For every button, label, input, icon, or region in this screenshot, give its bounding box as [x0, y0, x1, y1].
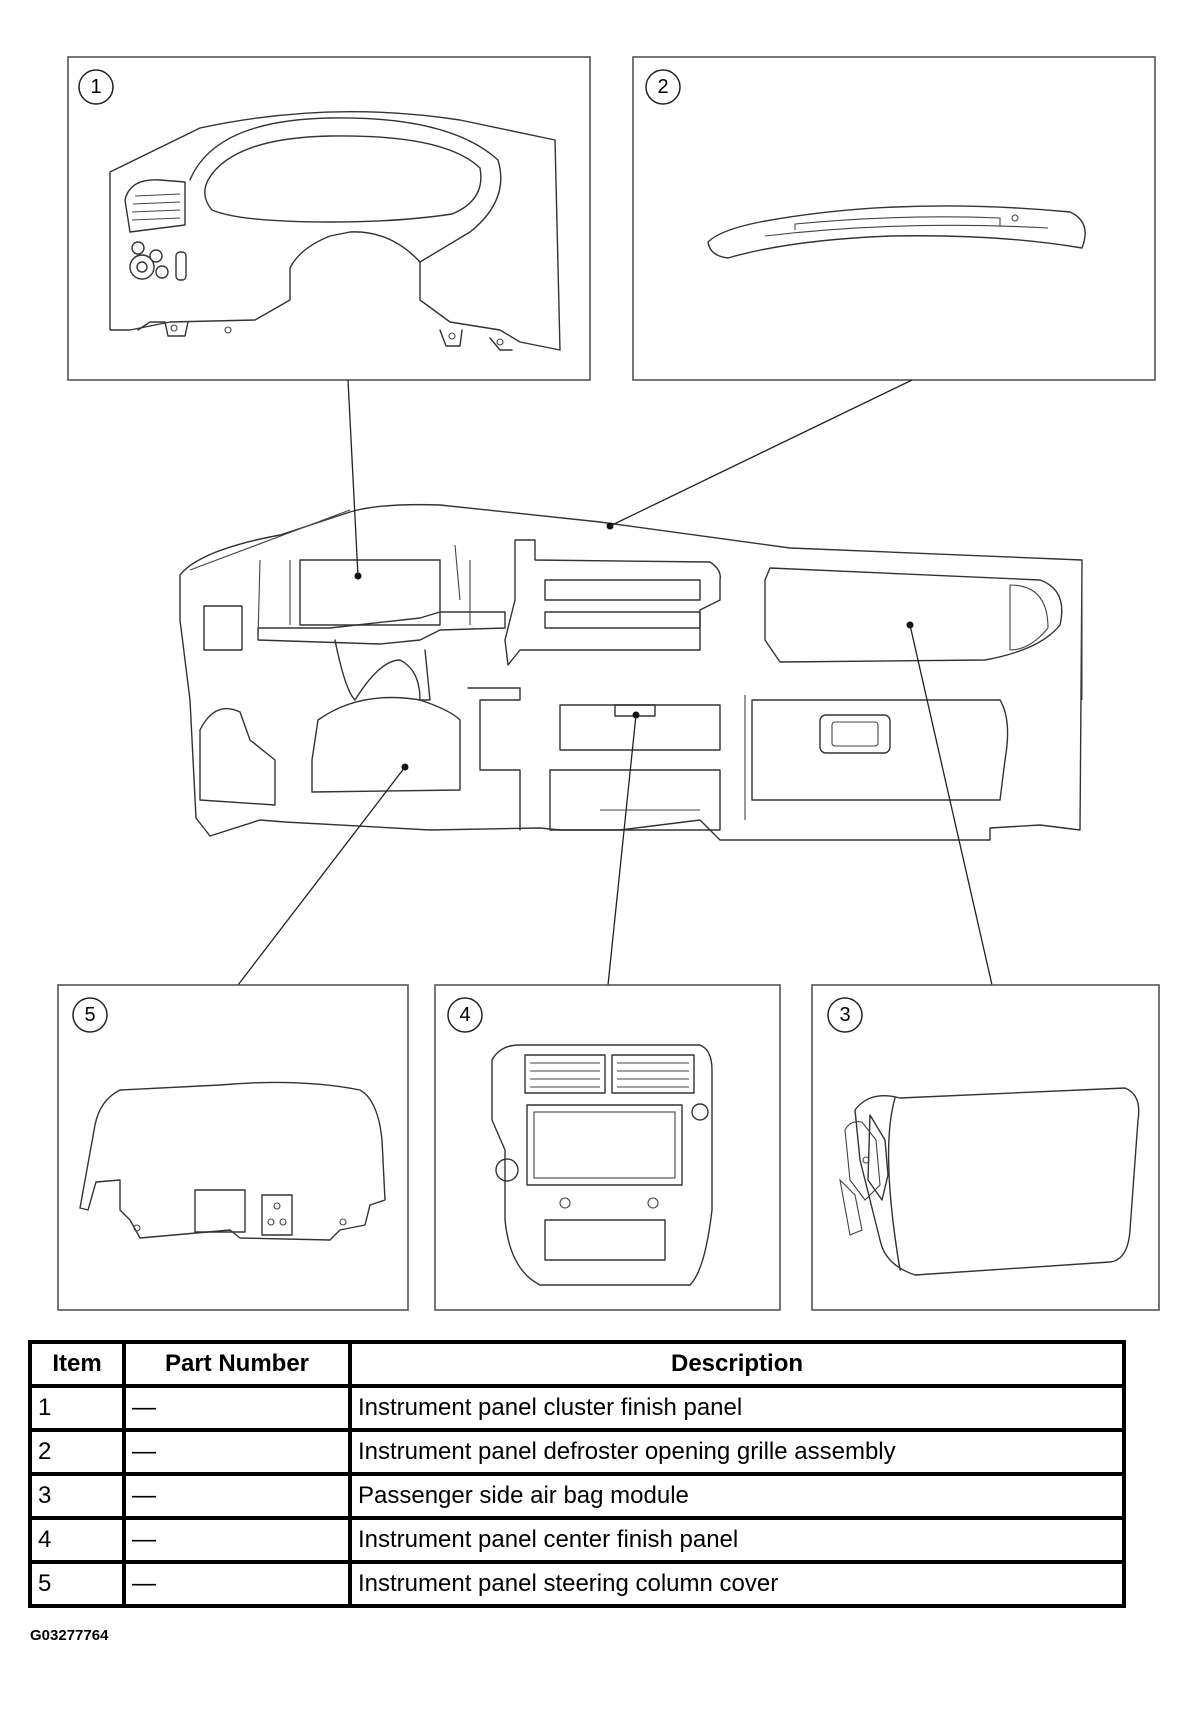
- svg-text:5: 5: [84, 1004, 95, 1026]
- exploded-diagram: 1: [57, 56, 1160, 1311]
- cell-description: Instrument panel center finish panel: [348, 1516, 1126, 1564]
- cell-item: 1: [28, 1384, 126, 1432]
- header-description: Description: [348, 1340, 1126, 1388]
- callout-number-4: 4: [447, 997, 483, 1033]
- cluster-finish-panel-drawing: [109, 110, 561, 351]
- header-part-number: Part Number: [122, 1340, 352, 1388]
- table-row: 2 — Instrument panel defroster opening g…: [28, 1428, 1126, 1476]
- cell-description: Instrument panel defroster opening grill…: [348, 1428, 1126, 1476]
- svg-text:3: 3: [839, 1004, 850, 1026]
- cell-part-number: —: [122, 1472, 352, 1520]
- cell-item: 2: [28, 1428, 126, 1476]
- defroster-grille-drawing: [707, 205, 1086, 259]
- figure-code: G03277764: [30, 1627, 109, 1644]
- cell-item: 4: [28, 1516, 126, 1564]
- table-row: 1 — Instrument panel cluster finish pane…: [28, 1384, 1126, 1432]
- callout-number-5: 5: [72, 997, 108, 1033]
- cell-description: Passenger side air bag module: [348, 1472, 1126, 1520]
- cell-item: 5: [28, 1560, 126, 1608]
- leader-lines: [237, 379, 993, 986]
- callout-box-3: 3: [811, 984, 1160, 1311]
- callout-box-4: 4: [434, 984, 781, 1311]
- air-bag-module-drawing: [839, 1087, 1140, 1276]
- cell-description: Instrument panel steering column cover: [348, 1560, 1126, 1608]
- header-item: Item: [28, 1340, 126, 1388]
- steering-column-cover-drawing: [79, 1081, 386, 1241]
- cell-item: 3: [28, 1472, 126, 1520]
- callout-number-3: 3: [827, 997, 863, 1033]
- table-row: 3 — Passenger side air bag module: [28, 1472, 1126, 1520]
- callout-box-2: 2: [632, 56, 1156, 381]
- cell-description: Instrument panel cluster finish panel: [348, 1384, 1126, 1432]
- svg-text:4: 4: [459, 1004, 470, 1026]
- center-finish-panel-drawing: [491, 1044, 713, 1286]
- parts-table: Item Part Number Description 1 — Instrum…: [28, 1340, 1126, 1608]
- table-header-row: Item Part Number Description: [28, 1340, 1126, 1388]
- cell-part-number: —: [122, 1384, 352, 1432]
- cell-part-number: —: [122, 1428, 352, 1476]
- table-row: 5 — Instrument panel steering column cov…: [28, 1560, 1126, 1608]
- svg-text:1: 1: [90, 76, 101, 98]
- svg-text:2: 2: [657, 76, 668, 98]
- table-row: 4 — Instrument panel center finish panel: [28, 1516, 1126, 1564]
- callout-number-2: 2: [645, 69, 681, 105]
- instrument-panel-drawing: [179, 503, 1083, 841]
- callout-number-1: 1: [78, 69, 114, 105]
- callout-box-5: 5: [57, 984, 409, 1311]
- callout-box-1: 1: [67, 56, 591, 381]
- cell-part-number: —: [122, 1516, 352, 1564]
- cell-part-number: —: [122, 1560, 352, 1608]
